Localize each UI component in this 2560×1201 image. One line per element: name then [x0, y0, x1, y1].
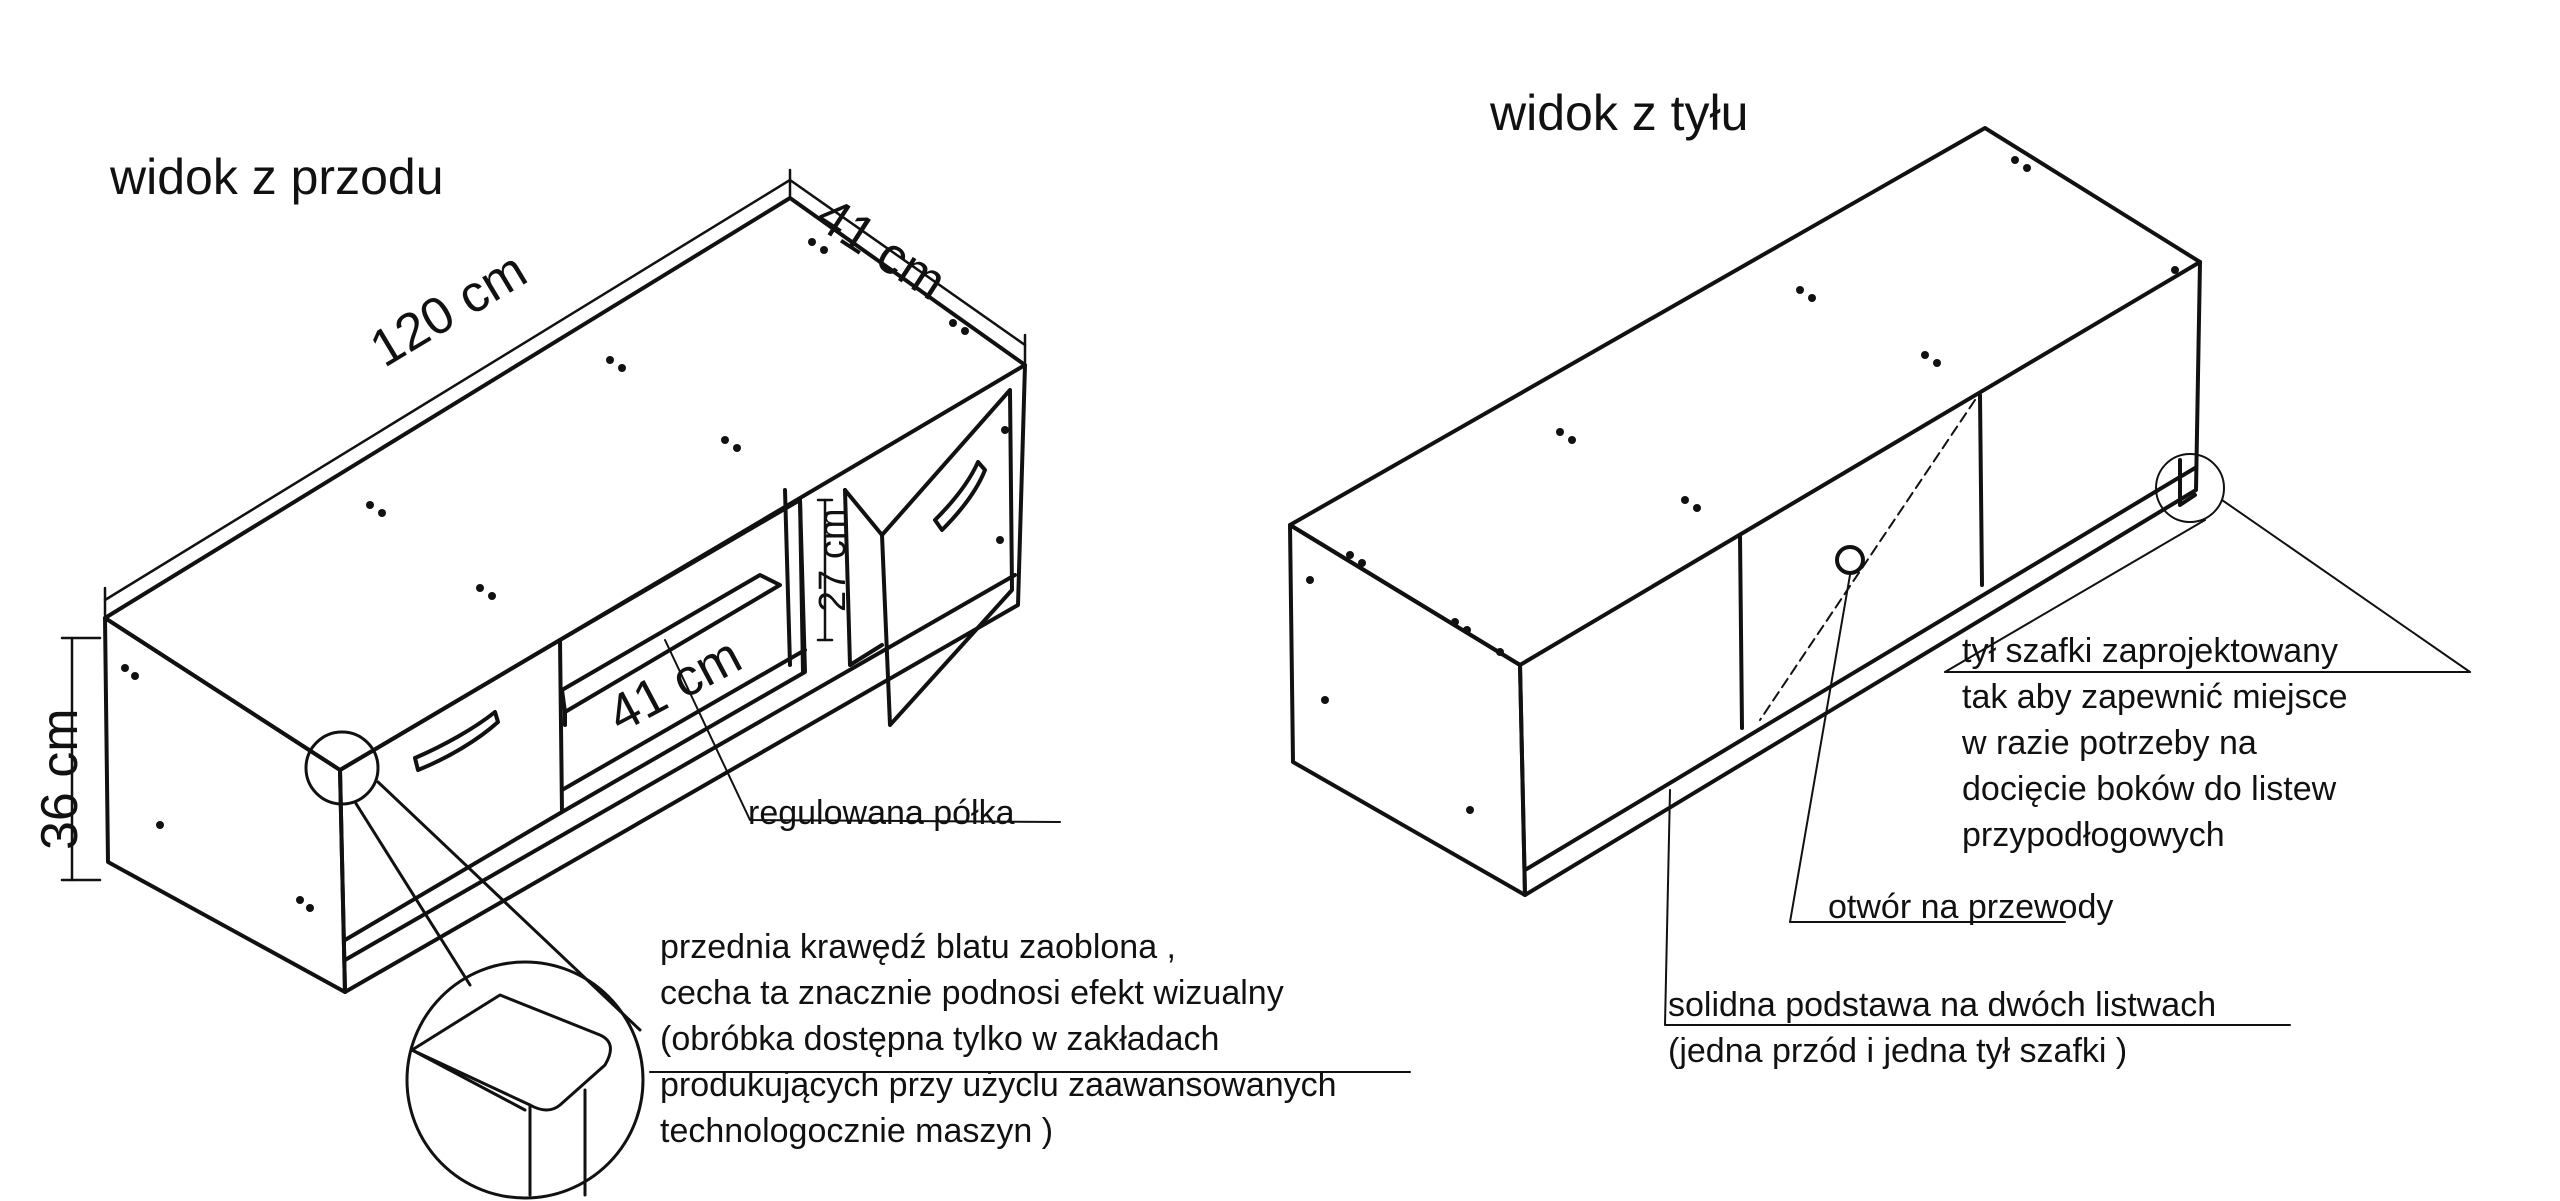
back-note-line-4: docięcie boków do listew: [1962, 770, 2337, 808]
cable-hole-label: otwór na przewody: [1828, 888, 2114, 926]
edge-note-line-4: produkujących przy użyclu zaawansowanych: [660, 1066, 1337, 1104]
back-note-line-5: przypodłogowych: [1962, 816, 2225, 854]
back-screw-dots: [1306, 156, 2179, 814]
front-left-door-handle: [413, 710, 500, 772]
dimension-height-label: 36 cm: [31, 708, 89, 850]
back-note-line-2: tak aby zapewnić miejsce: [1962, 678, 2348, 716]
edge-detail-magnifier: [304, 730, 645, 1200]
back-design-note: tył szafki zaprojektowany tak aby zapewn…: [1962, 628, 2348, 858]
front-view-cabinet: [103, 196, 1027, 994]
edge-detail-large-circle: [405, 960, 645, 1200]
back-note-line-1: tył szafki zaprojektowany: [1962, 632, 2339, 670]
edge-note: przednia krawędź blatu zaoblona , cecha …: [660, 924, 1337, 1154]
base-note-line-1: solidna podstawa na dwóch listwach: [1668, 986, 2217, 1024]
back-cabinet-top: [1288, 126, 2202, 667]
adjustable-shelf: [560, 573, 782, 714]
back-panel-divider-2: [1978, 393, 1984, 587]
edge-note-line-2: cecha ta znacznie podnosi efekt wizualny: [660, 974, 1284, 1012]
back-note-line-3: w razie potrzeby na: [1962, 724, 2257, 762]
base-note: solidna podstawa na dwóch listwach (jedn…: [1668, 982, 2216, 1074]
back-panel-divider-1: [1738, 533, 1744, 730]
back-view-cabinet: [1288, 126, 2202, 897]
front-view-title: widok z przodu: [110, 149, 444, 205]
front-right-door-open: [880, 388, 1014, 727]
cable-hole: [1835, 545, 1865, 575]
adjustable-shelf-label: regulowana półka: [748, 794, 1015, 832]
front-left-door: [338, 638, 564, 942]
front-leader-lines: [649, 639, 1411, 1073]
front-screw-dots: [121, 238, 1009, 912]
edge-note-line-3: (obróbka dostępna tylko w zakładach: [660, 1020, 1220, 1058]
front-cabinet-left-side: [103, 616, 347, 994]
dimension-shelf-height-label: 27 cm: [812, 508, 854, 612]
front-right-divider: [798, 498, 805, 674]
back-view-title: widok z tyłu: [1490, 85, 1749, 141]
back-cabinet-left-side: [1288, 523, 1527, 897]
front-cabinet-front-edge: [338, 363, 1027, 994]
edge-detail-small-circle: [304, 730, 380, 806]
base-note-line-2: (jedna przód i jedna tył szafki ): [1668, 1032, 2128, 1070]
edge-note-line-1: przednia krawędź blatu zaoblona ,: [660, 928, 1176, 966]
front-dimension-lines: [60, 168, 1027, 882]
front-right-door-handle: [933, 460, 987, 532]
back-cabinet-front-edge: [1518, 260, 2202, 897]
back-leader-lines: [1664, 453, 2471, 1026]
edge-note-line-5: technologocznie maszyn ): [660, 1112, 1054, 1150]
back-corner-detail-circle: [2155, 453, 2225, 523]
